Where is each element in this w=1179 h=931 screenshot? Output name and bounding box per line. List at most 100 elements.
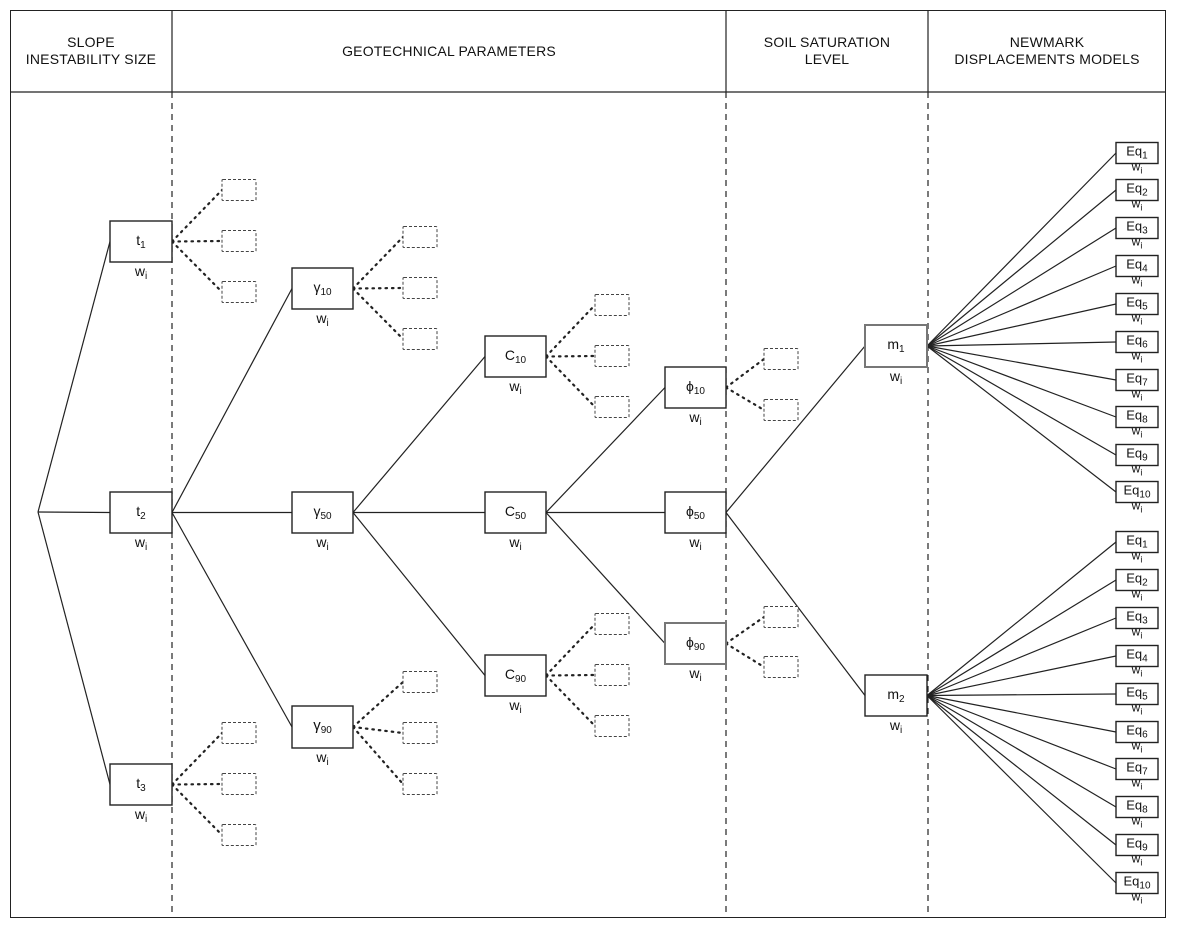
weight-label-m2-eq5-base: w (1131, 700, 1141, 715)
weight-label-m1-eq7-subscript: i (1140, 392, 1143, 403)
weight-label-m1-eq10-base: w (1131, 498, 1141, 513)
branch-g50-c90 (352, 512, 486, 676)
node-box-c90 (484, 654, 547, 697)
node-label-p10-subscript: 10 (693, 385, 705, 397)
branch-m1-eq1 (926, 152, 1117, 347)
dotted-branch-g10-2 (351, 286, 405, 290)
weight-label-c50-subscript: i (519, 542, 522, 553)
equation-box-m1-eq6 (1115, 330, 1159, 354)
dotted-branch-g90-2 (351, 725, 405, 735)
placeholder-box-p10-2 (763, 399, 799, 421)
branch-t2-g10 (171, 288, 293, 513)
weight-label-m1-eq9-subscript: i (1140, 467, 1143, 478)
node-label-t1-subscript: 1 (140, 239, 146, 251)
branch-c50-p90 (545, 512, 666, 644)
equation-number: 1 (1142, 539, 1148, 551)
dotted-branch-c10-3 (544, 355, 597, 409)
header-slope-instability-size: SLOPE INESTABILITY SIZE (25, 34, 157, 67)
equation-label-m1-eq1: Eq1 (1126, 145, 1147, 162)
weight-label-m1-eq10: wi (1132, 500, 1143, 515)
weight-label-m2-eq9-subscript: i (1140, 857, 1143, 868)
equation-number: 5 (1142, 301, 1148, 313)
weight-label-m2-eq1-subscript: i (1140, 554, 1143, 565)
weight-label-g10: wi (316, 311, 328, 329)
weight-label-m1-eq5: wi (1132, 312, 1143, 327)
node-label-g90: γ90 (313, 718, 332, 736)
equation-box-m1-eq9 (1115, 443, 1159, 467)
node-label-c10-base: C (504, 346, 515, 363)
placeholder-box-t1-1 (221, 179, 257, 201)
node-label-m1-base: m (887, 336, 900, 352)
weight-label-m2-eq3: wi (1132, 626, 1143, 641)
weight-label-m1-base: w (889, 368, 900, 384)
weight-label-p10-subscript: i (699, 417, 702, 428)
branch-m2-eq10 (926, 695, 1117, 884)
weight-label-m2-subscript: i (899, 725, 903, 736)
weight-label-g90-subscript: i (326, 757, 329, 768)
equation-prefix: Eq (1126, 370, 1143, 386)
node-box-t2 (109, 491, 173, 534)
weight-label-t1-subscript: i (144, 271, 148, 282)
weight-label-m2-base: w (889, 717, 900, 733)
equation-box-m1-eq4 (1115, 254, 1159, 278)
weight-label-m1-eq4: wi (1132, 274, 1143, 289)
weight-label-t2-base: w (134, 534, 145, 550)
placeholder-box-g90-1 (402, 671, 438, 693)
node-label-p50-subscript: 50 (693, 510, 705, 522)
weight-label-c10-base: w (509, 378, 520, 394)
branch-c50-p10 (545, 387, 666, 513)
node-label-m1: m1 (887, 337, 904, 355)
placeholder-box-g10-2 (402, 277, 438, 299)
dotted-branch-c10-2 (544, 354, 597, 358)
weight-label-m1-eq9-base: w (1131, 461, 1141, 476)
weight-label-m1-eq7-base: w (1131, 386, 1141, 401)
weight-label-m2-eq10-base: w (1131, 889, 1141, 904)
weight-label-c10: wi (509, 379, 521, 397)
equation-box-m2-eq2 (1115, 568, 1159, 592)
placeholder-box-c10-1 (594, 294, 630, 316)
header-soil-saturation-level: SOIL SATURATION LEVEL (763, 34, 891, 67)
equation-label-m2-eq9: Eq9 (1126, 837, 1147, 854)
node-box-g90 (291, 705, 354, 749)
equation-label-m2-eq8: Eq8 (1126, 799, 1147, 816)
weight-label-m2-eq6-subscript: i (1140, 744, 1143, 755)
weight-label-m2-eq8-subscript: i (1140, 819, 1143, 830)
weight-label-m1-eq8-base: w (1131, 423, 1141, 438)
weight-label-p50: wi (689, 535, 701, 553)
node-box-c50 (484, 491, 547, 534)
equation-prefix: Eq (1126, 332, 1143, 348)
node-label-t3: t3 (136, 776, 145, 794)
dotted-branch-p90-2 (724, 642, 766, 669)
dotted-branch-t1-3 (170, 240, 224, 294)
weight-label-g50-base: w (316, 534, 327, 550)
branch-m1-eq4 (926, 265, 1117, 347)
node-label-c90-subscript: 90 (515, 673, 527, 685)
equation-number: 7 (1142, 766, 1148, 778)
weight-label-m2-eq6-base: w (1131, 738, 1141, 753)
node-label-p10: ϕ10 (686, 379, 705, 397)
weight-label-g90-base: w (316, 749, 327, 765)
header-geotechnical-parameters: GEOTECHNICAL PARAMETERS (342, 42, 556, 59)
node-label-p50: ϕ50 (686, 504, 705, 522)
node-box-p10 (664, 366, 727, 409)
weight-label-g10-subscript: i (326, 318, 329, 329)
weight-label-m1-subscript: i (899, 376, 903, 387)
weight-label-m1-eq5-base: w (1131, 310, 1141, 325)
equation-number: 2 (1142, 577, 1148, 589)
weight-label-c50-base: w (509, 534, 520, 550)
node-label-m1-subscript: 1 (899, 344, 905, 355)
equation-number: 4 (1142, 263, 1148, 275)
equation-label-m1-eq7: Eq7 (1126, 372, 1147, 389)
weight-label-g50-subscript: i (326, 542, 329, 553)
node-label-c50: C50 (505, 504, 526, 522)
weight-label-m2-eq5: wi (1132, 702, 1143, 717)
weight-label-m2-eq3-base: w (1131, 624, 1141, 639)
equation-label-m2-eq3: Eq3 (1126, 610, 1147, 627)
weight-label-m2-eq5-subscript: i (1140, 706, 1143, 717)
weight-label-m1-eq1-subscript: i (1140, 165, 1143, 176)
equation-label-m2-eq5: Eq5 (1126, 686, 1147, 703)
equation-label-m1-eq3: Eq3 (1126, 220, 1147, 237)
weight-label-m1-eq9: wi (1132, 463, 1143, 478)
equation-box-m2-eq8 (1115, 795, 1159, 819)
equation-prefix: Eq (1126, 407, 1143, 423)
